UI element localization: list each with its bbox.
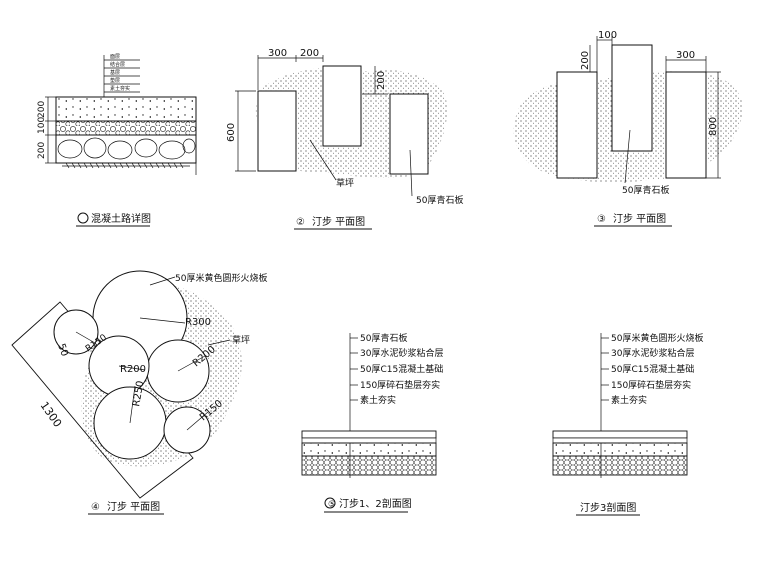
panel-title: 汀步1、2剖面图 bbox=[339, 497, 412, 510]
surface-layer bbox=[55, 96, 197, 122]
stone-slab bbox=[556, 71, 598, 179]
stone-slab bbox=[322, 65, 362, 147]
grass-leader bbox=[309, 139, 337, 181]
layer-label: 50厚米黄色圆形火烧板 bbox=[611, 332, 703, 344]
left-dimension: 200 100 200 bbox=[37, 96, 56, 164]
soil-hatch bbox=[62, 162, 190, 169]
panel-stepping-stone-plan-2: 300 200 600 200 草坪 50厚青石板 ② 汀步 平面图 bbox=[226, 48, 463, 230]
stone-slab bbox=[257, 90, 297, 172]
grass-leader bbox=[207, 339, 231, 346]
dim-100: 100 bbox=[598, 30, 617, 41]
stone-slab bbox=[665, 71, 707, 179]
dim-100: 100 bbox=[37, 117, 47, 134]
dimensions: 100 200 300 800 bbox=[580, 30, 721, 179]
grass-label: 草坪 bbox=[232, 334, 250, 346]
panel-title: 汀步 平面图 bbox=[312, 216, 365, 228]
panel-number: ② bbox=[296, 217, 305, 228]
stone-slab bbox=[611, 44, 653, 152]
panel-section-3: 50厚米黄色圆形火烧板 30厚水泥砂浆粘合层 50厚C15混凝土基础 150厚碎… bbox=[552, 332, 703, 516]
layer-label: 50厚C15混凝土基础 bbox=[611, 363, 694, 375]
layer-label: 50厚C15混凝土基础 bbox=[360, 363, 443, 375]
dim-300: 300 bbox=[268, 48, 287, 59]
dim-200: 200 bbox=[580, 51, 591, 70]
radius-leaders bbox=[75, 317, 209, 431]
panel-title: 汀步3剖面图 bbox=[580, 501, 636, 514]
gravel-layer bbox=[55, 120, 197, 136]
section-layers bbox=[552, 430, 688, 476]
panel-number: ④ bbox=[91, 502, 100, 513]
stone-leader bbox=[624, 129, 631, 184]
panel-number: ⑤ bbox=[328, 500, 336, 510]
panel-title: 汀步 平面图 bbox=[107, 501, 160, 513]
panel-stepping-stone-plan-3: 100 200 300 800 50厚青石板 ③ 汀步 平面图 bbox=[513, 30, 743, 227]
dim-200: 200 bbox=[300, 48, 319, 59]
layer-label: 50厚青石板 bbox=[360, 332, 407, 344]
layer-label: 30厚水泥砂浆粘合层 bbox=[360, 347, 443, 359]
stone-leader bbox=[409, 149, 413, 197]
stone-slab bbox=[389, 93, 429, 175]
dim-r200: R200 bbox=[120, 364, 146, 375]
panel-number: ③ bbox=[597, 214, 606, 225]
layer-label: 结合层 bbox=[110, 61, 125, 68]
dim-1300: 1300 bbox=[38, 399, 65, 429]
top-label: 50厚米黄色圆形火烧板 bbox=[175, 272, 267, 284]
panel-title: 混凝土路详图 bbox=[91, 212, 151, 225]
grass-label: 草坪 bbox=[336, 177, 354, 189]
dim-200: 200 bbox=[376, 71, 387, 90]
dimensions: 300 200 600 200 bbox=[226, 48, 388, 172]
dim-r300: R300 bbox=[185, 317, 211, 328]
panel-section-1-2: 50厚青石板 30厚水泥砂浆粘合层 50厚C15混凝土基础 150厚碎石垫层夯实… bbox=[301, 332, 443, 513]
panel-title: 汀步 平面图 bbox=[613, 213, 666, 225]
title-circle bbox=[324, 497, 336, 509]
panel-stepping-stone-plan-4: R300 R150 R200 R200 R250 R150 50 1300 50… bbox=[11, 270, 267, 515]
layer-label: 150厚碎石垫层夯实 bbox=[611, 379, 691, 391]
stone-label: 50厚青石板 bbox=[416, 194, 463, 206]
dim-200: 200 bbox=[37, 101, 47, 118]
bounding-outline bbox=[11, 301, 194, 499]
top-label-leader bbox=[149, 276, 176, 286]
stone-base-layer bbox=[55, 134, 197, 164]
layer-label: 垫层 bbox=[110, 77, 120, 84]
layer-label: 素土夯实 bbox=[611, 394, 647, 406]
layer-label: 素土夯实 bbox=[360, 394, 396, 406]
dim-800: 800 bbox=[708, 117, 719, 136]
dim-600: 600 bbox=[226, 123, 237, 142]
layer-label-leaders: 面层 结合层 基层 垫层 素土夯实 bbox=[103, 54, 140, 97]
title-circle bbox=[77, 212, 89, 224]
dim-50: 50 bbox=[55, 342, 70, 358]
section-layers bbox=[301, 430, 437, 476]
layer-label: 素土夯实 bbox=[110, 85, 130, 92]
layer-label: 150厚碎石垫层夯实 bbox=[360, 379, 440, 391]
dim-200: 200 bbox=[37, 142, 47, 159]
dim-r250: R250 bbox=[131, 380, 146, 408]
layer-label: 30厚水泥砂浆粘合层 bbox=[611, 347, 694, 359]
layer-label: 基层 bbox=[110, 69, 120, 76]
layer-label: 面层 bbox=[110, 54, 120, 60]
panel-concrete-road-detail: 面层 结合层 基层 垫层 素土夯实 200 100 200 混凝土路详图 bbox=[37, 54, 197, 227]
stone-label: 50厚青石板 bbox=[622, 184, 669, 196]
dim-300: 300 bbox=[676, 50, 695, 61]
